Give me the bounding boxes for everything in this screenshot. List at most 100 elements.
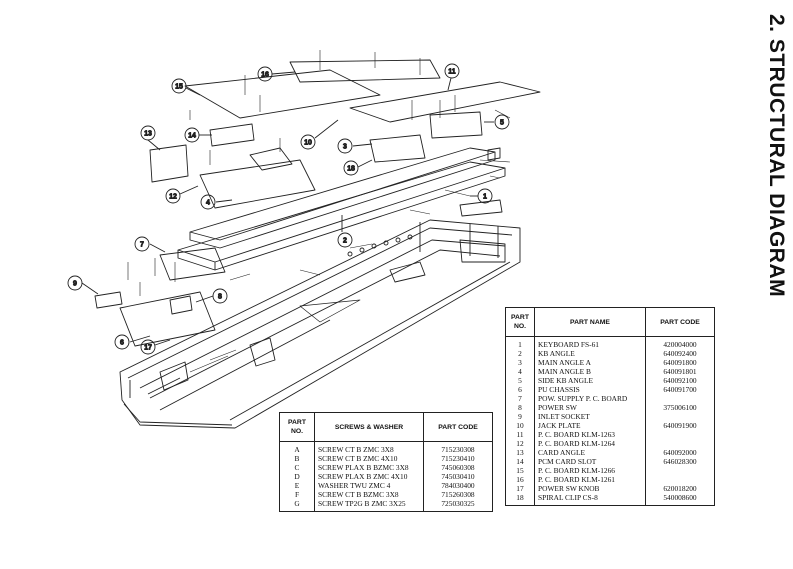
callout-1: 1	[470, 188, 493, 204]
part-name-cell: CARD ANGLE	[534, 448, 646, 457]
part-name-cell: KB ANGLE	[534, 349, 646, 358]
part-name-cell: SCREW CT B ZMC 3X8	[314, 441, 424, 454]
part-no-cell: 17	[505, 484, 535, 493]
part-no-cell: 9	[505, 412, 535, 421]
callout-10: 10	[300, 119, 339, 150]
col-part-name: PART NAME	[534, 307, 646, 337]
table-header-row: PART NO. PART NAME PART CODE	[505, 307, 715, 337]
callout-17: 17	[140, 339, 171, 355]
part-no-cell: 3	[505, 358, 535, 367]
part-code-cell: 640092400	[645, 349, 715, 358]
part-code-cell	[645, 394, 715, 403]
part-no-cell: 13	[505, 448, 535, 457]
svg-text:9: 9	[73, 281, 77, 288]
part-no-cell: D	[279, 472, 315, 481]
part-no-cell: 5	[505, 376, 535, 385]
part-code-cell: 620018200	[645, 484, 715, 493]
part-name-cell: MAIN ANGLE A	[534, 358, 646, 367]
part-name-cell: SCREW CT B BZMC 3X8	[314, 490, 424, 499]
main-angle-rails	[177, 147, 506, 271]
svg-text:18: 18	[347, 166, 355, 173]
part-code-cell: 640091700	[645, 385, 715, 394]
part-code-cell: 715230410	[423, 454, 493, 463]
screw-leaders	[127, 50, 511, 296]
part-no-cell: C	[279, 463, 315, 472]
part-name-cell: INLET SOCKET	[534, 412, 646, 421]
part-code-cell: 420004000	[645, 336, 715, 349]
part-name-cell: JACK PLATE	[534, 421, 646, 430]
part-name-cell: P. C. BOARD KLM-1263	[534, 430, 646, 439]
svg-text:2: 2	[343, 238, 347, 245]
col-part-no: PART NO.	[505, 307, 535, 337]
part-no-cell: 2	[505, 349, 535, 358]
part-code-cell	[645, 466, 715, 475]
svg-text:4: 4	[206, 200, 210, 207]
part-name-cell: SCREW PLAX B ZMC 4X10	[314, 472, 424, 481]
part-code-cell	[645, 430, 715, 439]
col-part-code: PART CODE	[645, 307, 715, 337]
part-code-cell	[645, 412, 715, 421]
part-code-cell: 715230308	[423, 441, 493, 454]
part-no-cell: F	[279, 490, 315, 499]
part-code-cell: 640092000	[645, 448, 715, 457]
part-name-cell: SCREW PLAX B BZMC 3X8	[314, 463, 424, 472]
part-name-cell: POW. SUPPLY P. C. BOARD	[534, 394, 646, 403]
part-name-cell: SCREW TP2G B ZMC 3X25	[314, 499, 424, 512]
callout-markers: 1 2 3 4 5 6 7 8 9 10 11 12 13 14 15 16 1…	[67, 63, 510, 355]
svg-text:12: 12	[169, 194, 177, 201]
callout-7: 7	[134, 236, 166, 253]
part-code-cell: 725030325	[423, 499, 493, 512]
part-no-cell: 12	[505, 439, 535, 448]
part-no-cell: 11	[505, 430, 535, 439]
callout-4: 4	[200, 194, 233, 210]
part-code-cell: 640091801	[645, 367, 715, 376]
part-code-cell: 375006100	[645, 403, 715, 412]
table-header-row: PART NO. SCREWS & WASHER PART CODE	[279, 412, 493, 442]
part-name-cell: PU CHASSIS	[534, 385, 646, 394]
part-name-cell: P. C. BOARD KLM-1261	[534, 475, 646, 484]
part-code-cell: 745030410	[423, 472, 493, 481]
part-code-cell: 640091800	[645, 358, 715, 367]
part-name-cell: P. C. BOARD KLM-1264	[534, 439, 646, 448]
col-screws-washer: SCREWS & WASHER	[314, 412, 424, 442]
callout-14: 14	[184, 127, 212, 143]
part-name-cell: WASHER TWU ZMC 4	[314, 481, 424, 490]
svg-text:14: 14	[188, 133, 196, 140]
circuit-boards	[94, 59, 541, 347]
svg-text:3: 3	[343, 144, 347, 151]
part-no-cell: 14	[505, 457, 535, 466]
svg-text:1: 1	[483, 194, 487, 201]
part-no-cell: 1	[505, 336, 535, 349]
part-code-cell: 715260308	[423, 490, 493, 499]
part-no-cell: 4	[505, 367, 535, 376]
callout-2: 2	[337, 215, 353, 248]
part-name-cell: P. C. BOARD KLM-1266	[534, 466, 646, 475]
part-no-cell: 8	[505, 403, 535, 412]
svg-text:17: 17	[144, 345, 152, 352]
part-code-cell: 540008600	[645, 493, 715, 506]
callout-11: 11	[444, 63, 460, 91]
col-part-no: PART NO.	[279, 412, 315, 442]
part-name-cell: SIDE KB ANGLE	[534, 376, 646, 385]
callout-12: 12	[165, 185, 199, 204]
callout-9: 9	[67, 275, 99, 295]
part-no-cell: 16	[505, 475, 535, 484]
